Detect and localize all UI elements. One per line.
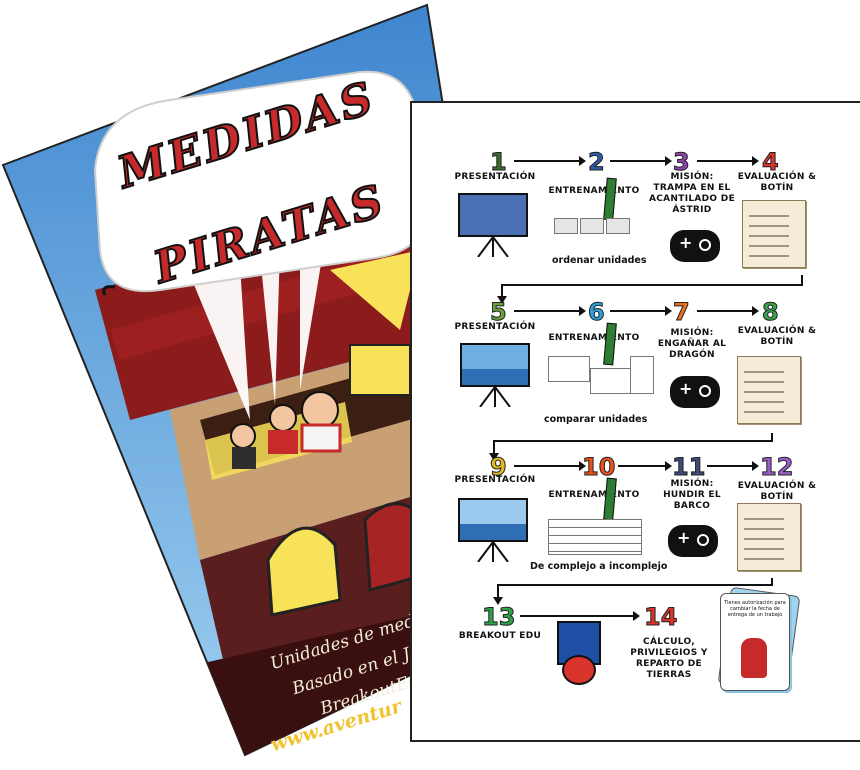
step-8-label: EVALUACIÓN & BOTÍN bbox=[737, 326, 817, 347]
worksheet-thumbnail bbox=[548, 356, 590, 382]
step-13-label: BREAKOUT EDU bbox=[458, 631, 542, 641]
step-8-number: 8 bbox=[762, 298, 780, 327]
step-2-number: 2 bbox=[588, 148, 606, 177]
presentation-easel-icon bbox=[458, 498, 530, 562]
step-6-caption: comparar unidades bbox=[544, 414, 648, 425]
mushroom-icon bbox=[562, 655, 596, 685]
row-1: 1 2 3 4 PRESENTACIÓN ENTRENAMIENTO MISIÓ… bbox=[412, 148, 860, 278]
gamepad-icon bbox=[670, 376, 720, 408]
step-10-caption: De complejo a incomplejo bbox=[530, 561, 668, 572]
step-1-label: PRESENTACIÓN bbox=[454, 172, 536, 182]
flow-arrow bbox=[520, 611, 640, 621]
step-1-number: 1 bbox=[490, 148, 508, 177]
worksheet-thumbnail bbox=[630, 356, 654, 394]
step-14-number: 14 bbox=[643, 603, 678, 632]
step-3-number: 3 bbox=[673, 148, 691, 177]
step-5-number: 5 bbox=[490, 298, 508, 327]
row-2: 5 6 7 8 PRESENTACIÓN ENTRENAMIENTO MISIÓ… bbox=[412, 298, 860, 438]
unit-card bbox=[580, 218, 604, 234]
scroll-icon bbox=[742, 200, 806, 268]
flow-arrow bbox=[514, 461, 586, 471]
pirate-figure bbox=[741, 638, 767, 678]
step-7-number: 7 bbox=[673, 298, 691, 327]
presentation-easel-icon bbox=[460, 343, 532, 407]
unit-card bbox=[606, 218, 630, 234]
pencil-icon bbox=[603, 477, 617, 521]
worksheet-thumbnail bbox=[590, 368, 632, 394]
step-2-caption: ordenar unidades bbox=[552, 255, 647, 266]
pirate-card-icon: Tienes autorización para cambiar la fech… bbox=[720, 593, 790, 691]
flow-arrow bbox=[514, 306, 586, 316]
flow-arrow bbox=[707, 461, 759, 471]
flow-arrow bbox=[610, 156, 672, 166]
unit-card bbox=[554, 218, 578, 234]
step-14-label: CÁLCULO, PRIVILEGIOS Y REPARTO DE TIERRA… bbox=[630, 637, 708, 680]
step-9-label: PRESENTACIÓN bbox=[454, 475, 536, 485]
flow-arrow bbox=[610, 306, 672, 316]
step-11-number: 11 bbox=[671, 453, 706, 482]
presentation-easel-icon bbox=[458, 193, 530, 257]
step-11-label: MISIÓN: HUNDIR EL BARCO bbox=[663, 479, 721, 511]
step-6-number: 6 bbox=[588, 298, 606, 327]
scroll-icon bbox=[737, 503, 801, 571]
step-13-number: 13 bbox=[481, 603, 516, 632]
step-3-label: MISIÓN: TRAMPA EN EL ACANTILADO DE ÁSTRI… bbox=[648, 172, 736, 215]
step-7-label: MISIÓN: ENGAÑAR AL DRAGÓN bbox=[657, 328, 727, 360]
pencil-icon bbox=[603, 322, 617, 366]
step-6-label: ENTRENAMIENTO bbox=[548, 333, 640, 343]
scroll-icon bbox=[737, 356, 801, 424]
step-4-number: 4 bbox=[762, 148, 780, 177]
worksheet-thumbnail bbox=[548, 519, 642, 555]
row-4: 13 14 BREAKOUT EDU CÁLCULO, PRIVILEGIOS … bbox=[412, 586, 860, 738]
row-connectors bbox=[489, 275, 803, 605]
card-text: Tienes autorización para cambiar la fech… bbox=[724, 600, 786, 618]
step-10-number: 10 bbox=[581, 453, 616, 482]
step-10-label: ENTRENAMIENTO bbox=[548, 490, 640, 500]
gamepad-icon bbox=[668, 525, 718, 557]
gamepad-icon bbox=[670, 230, 720, 262]
flow-arrow bbox=[514, 156, 586, 166]
step-2-label: ENTRENAMIENTO bbox=[548, 186, 640, 196]
row-3: 9 10 11 12 PRESENTACIÓN ENTRENAMIENTO MI… bbox=[412, 453, 860, 583]
step-12-label: EVALUACIÓN & BOTÍN bbox=[737, 481, 817, 502]
flow-arrow bbox=[697, 306, 759, 316]
flow-arrow bbox=[618, 461, 672, 471]
step-9-number: 9 bbox=[490, 453, 508, 482]
step-4-label: EVALUACIÓN & BOTÍN bbox=[737, 172, 817, 193]
mission-map-sheet: 1 2 3 4 PRESENTACIÓN ENTRENAMIENTO MISIÓ… bbox=[410, 101, 860, 742]
flow-arrow bbox=[697, 156, 759, 166]
step-12-number: 12 bbox=[759, 453, 794, 482]
step-5-label: PRESENTACIÓN bbox=[454, 322, 536, 332]
